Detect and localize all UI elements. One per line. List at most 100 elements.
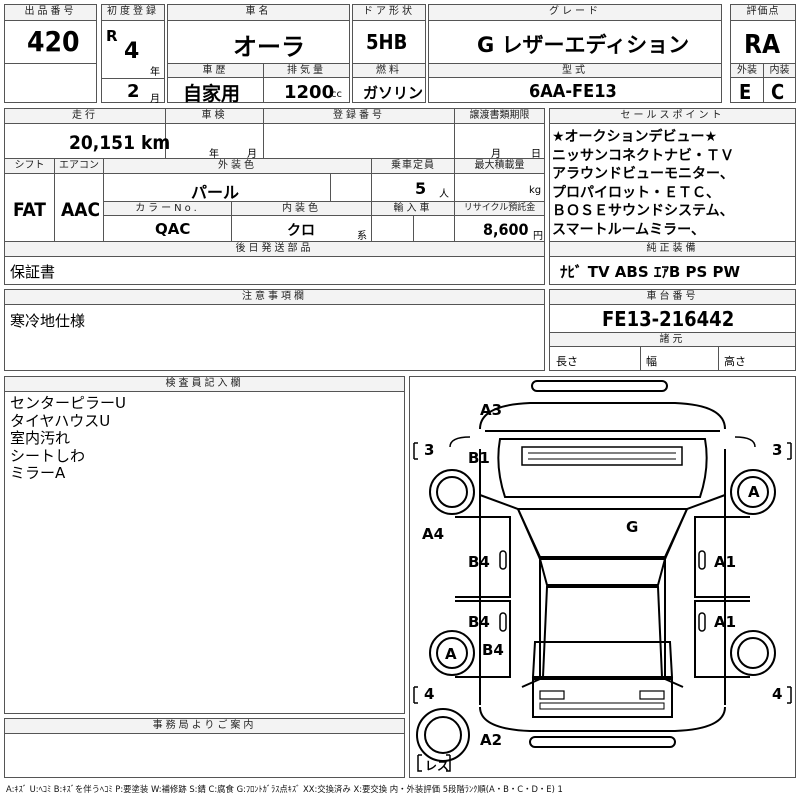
chassis-cell: 車台番号 FE13-216442 諸元 長さ 幅 高さ (549, 289, 796, 371)
shift-label: シフト (5, 159, 54, 174)
door-label: ドア形状 (353, 5, 425, 21)
spec-label: 諸元 (550, 333, 795, 347)
grade: G レザーエディション (477, 33, 690, 57)
recycle-fee: 8,600 (483, 220, 529, 239)
sales-points-label: セールスポイント (550, 109, 795, 124)
first-registration-label: 初度登録 (102, 5, 164, 21)
registration-year: 4 (124, 39, 140, 64)
interior-color: クロ (287, 223, 315, 239)
damage-mark-front-bumper: A3 (480, 401, 503, 419)
load-unit: kg (529, 185, 542, 196)
fuel: ガソリン (363, 84, 424, 102)
color-label: 外装色 (104, 159, 371, 174)
model-code: 6AA-FE13 (529, 81, 617, 102)
transfer-day-unit: 日 (531, 149, 541, 160)
exterior-color: パール (191, 183, 240, 202)
damage-mark-rear-right-door: A1 (714, 613, 737, 631)
inspection-year-unit: 年 (209, 149, 219, 160)
import-label: 輸入車 (372, 202, 454, 216)
office-notes: 事務局よりご案内 (4, 718, 405, 778)
damage-mark-rear-bumper: A2 (480, 731, 503, 749)
mileage-label: 走行 (5, 109, 165, 124)
equipment: ﾅﾋﾞ TV ABS ｴｱB PS PW (560, 263, 741, 281)
notes: 寒冷地仕様 (10, 312, 86, 330)
damage-diagram: A3 B1 A G A4 B4 A1 B4 A1 A B4 A2 3 3 4 4… (409, 376, 796, 778)
shift: FAT (13, 199, 46, 221)
car-name-cell: 車名 オーラ 車歴 排気量 自家用 1200 cc (167, 4, 350, 105)
damage-mark-rear-left-quarter: B4 (482, 641, 504, 659)
tire-front-left: 3 (424, 441, 435, 459)
score-label: 評価点 (731, 5, 795, 21)
grade-cell: グレード G レザーエディション 型式 6AA-FE13 (428, 4, 722, 103)
history-label: 車歴 (168, 64, 263, 78)
later-items-label: 後日発送部品 (5, 242, 544, 257)
inspection-month-unit: 月 (247, 149, 257, 160)
max-load-label: 最大積載量 (455, 159, 544, 174)
displacement-label: 排気量 (264, 64, 349, 78)
lot-number: 420 (27, 25, 80, 58)
inspector-line: ミラーA (10, 464, 66, 482)
capacity-unit: 人 (439, 189, 449, 200)
ac-label: エアコン (55, 159, 103, 174)
length-label: 長さ (556, 355, 578, 368)
registration-month: 2 (127, 81, 140, 102)
first-registration-cell: 初度登録 R 4 年 2 月 (101, 4, 165, 105)
displacement-unit: cc (331, 89, 342, 100)
interior-color-unit: 系 (357, 231, 367, 242)
lot-number-cell: 出品番号 420 (4, 4, 97, 103)
damage-mark-rear-left-door: B4 (468, 613, 490, 631)
inspector-line: センターピラーU (10, 394, 126, 412)
inspector-label: 検査員記入欄 (5, 377, 404, 392)
color-number-label: カラーNo. (104, 202, 231, 216)
mileage: 20,151 (69, 132, 135, 154)
damage-mark-front-right-door: A1 (714, 553, 737, 571)
inspector-text: センターピラーU タイヤハウスU 室内汚れ シートしわ ミラーA (10, 394, 126, 483)
damage-legend: A:ｷｽﾞ U:ﾍｺﾐ B:ｷｽﾞを伴うﾍｺﾐ P:要塗装 W:補修跡 S:錆 … (6, 784, 563, 794)
sales-point-line: ニッサンコネクトナビ・ＴＶ (552, 147, 734, 164)
interior-color-label: 内装色 (232, 202, 371, 216)
interior-label: 内装 (764, 64, 795, 78)
grade-label: グレード (429, 5, 721, 21)
displacement: 1200 (284, 82, 335, 103)
score-cell: 評価点 RA 外装 内装 E C (730, 4, 796, 104)
door-type: 5HB (366, 30, 408, 54)
inspector-line: シートしわ (10, 446, 86, 465)
registration-number-label: 登録番号 (264, 109, 454, 124)
transfer-month-unit: 月 (491, 149, 501, 160)
interior-score: C (771, 80, 785, 104)
sales-points: セールスポイント ★オークションデビュー★ ニッサンコネクトナビ・ＴＶ アラウン… (549, 108, 796, 285)
exterior-label: 外装 (731, 64, 763, 78)
month-unit: 月 (150, 94, 160, 105)
damage-mark-front-left-door: B4 (468, 553, 490, 571)
inspector-line: 室内汚れ (10, 429, 71, 447)
sales-point-line: アラウンドビューモニター、 (552, 166, 734, 182)
car-name: オーラ (233, 33, 305, 61)
mileage-unit: km (141, 132, 171, 154)
height-label: 高さ (724, 355, 746, 368)
lot-number-label: 出品番号 (5, 5, 96, 21)
car-outline (413, 380, 792, 772)
vehicle-details: 走行 車検 登録番号 譲渡書類期限 20,151 km 年 月 月 日 シフト … (4, 108, 545, 285)
color-number: QAC (155, 220, 191, 238)
era: R (106, 27, 118, 45)
sales-points-text: ★オークションデビュー★ ニッサンコネクトナビ・ＴＶ アラウンドビューモニター、… (552, 128, 734, 239)
fuel-label: 燃料 (353, 64, 425, 78)
sales-point-line: ＢＯＳＥサウンドシステム、 (552, 203, 734, 219)
equipment-label: 純正装備 (550, 242, 795, 257)
year-unit: 年 (150, 67, 160, 78)
tire-rear-right: 4 (772, 685, 783, 703)
tire-rear-left: 4 (424, 685, 435, 703)
notes-label: 注意事項欄 (5, 290, 544, 305)
width-label: 幅 (646, 355, 657, 368)
chassis-number: FE13-216442 (602, 307, 735, 331)
capacity: 5 (415, 179, 427, 198)
tire-front-right: 3 (772, 441, 783, 459)
chassis-label: 車台番号 (550, 290, 795, 305)
damage-mark-left-side: A4 (422, 525, 445, 543)
damage-mark-front-right-wheel: A (748, 483, 760, 501)
sales-point-line: プロパイロット・ＥＴＣ、 (552, 184, 720, 201)
door-cell: ドア形状 5HB 燃料 ガソリン (352, 4, 426, 103)
sales-point-line: スマートルームミラー、 (552, 221, 706, 238)
inspection-label: 車検 (166, 109, 263, 124)
